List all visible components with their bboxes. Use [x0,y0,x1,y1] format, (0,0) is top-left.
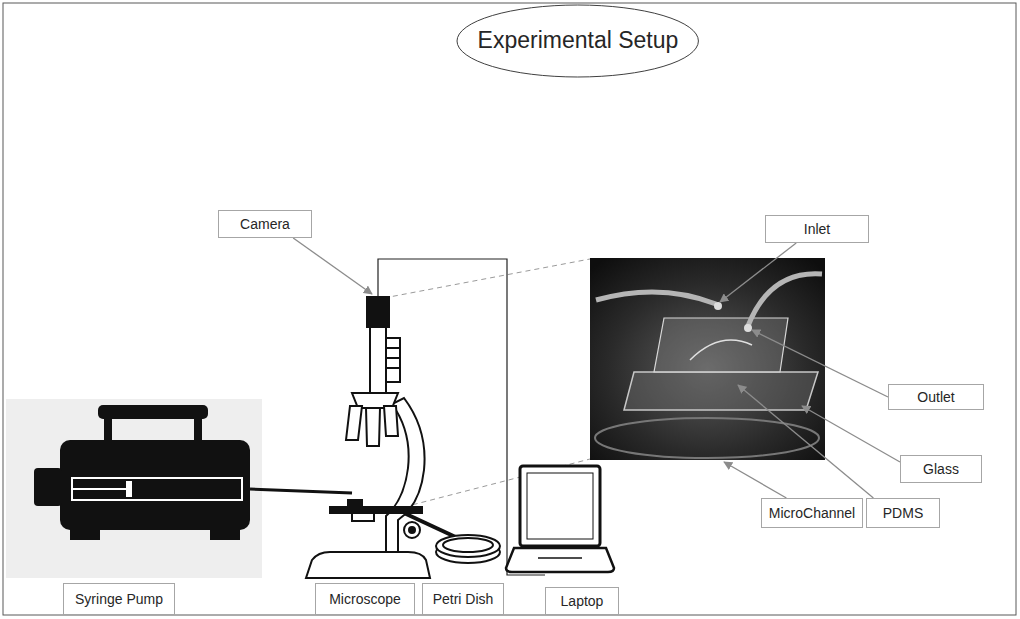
part-label: Petri Dish [422,583,504,615]
part-label: Glass [900,455,982,483]
node-text: Petri Dish [433,591,494,608]
frame [3,3,1016,615]
petri-dish [436,535,500,563]
chip-photo [590,258,825,460]
eyepiece [367,297,389,327]
laptop-base [506,548,614,572]
inlet-tube [250,489,352,493]
part-label: Inlet [765,215,869,243]
zoom-line [384,259,590,298]
leader-arrow [720,243,796,302]
node-text: MicroChannel [769,505,855,522]
rack-tooth [386,347,400,349]
part-label: MicroChannel [761,498,863,528]
focus-knob [404,522,420,538]
pump-foot [210,530,240,540]
leader-arrow [802,406,900,462]
objective [384,406,398,436]
photo-background [590,258,825,460]
photo-tube [596,292,716,304]
node-text: Syringe Pump [75,591,163,608]
leader-arrow [752,330,888,397]
title-ellipse: Experimental Setup [456,4,699,78]
part-label: Microscope [315,583,415,615]
part-label: Laptop [545,587,619,615]
syringe-pump [6,399,262,578]
pump-handle [98,405,208,419]
photo-outlet-port [744,324,752,332]
leader-arrow [293,238,372,294]
rack-tooth [386,357,400,359]
pump-body [60,440,250,530]
dish-inner [443,538,493,552]
node-text: Camera [240,216,290,233]
dish-wall [436,535,500,557]
objective [366,408,380,446]
focus-rack [386,338,400,382]
part-label: Camera [218,210,312,238]
syringe-piston [126,481,132,497]
node-text: PDMS [883,505,923,522]
objective [346,406,362,440]
photo-tube [748,274,822,326]
rack-tooth [386,367,400,369]
photo-glass [624,372,818,410]
pump-handle-post [194,419,202,441]
photo-inlet-port [714,302,722,310]
microscope-base [306,552,430,578]
ellipse-outline [457,5,698,77]
laptop-display [527,473,593,539]
pump-handle-post [104,419,112,441]
syringe-barrel [72,478,242,500]
pump-knob [34,468,62,506]
photo-channel [690,340,752,360]
stage-clip [348,500,362,507]
pump-background [6,399,262,578]
body-tube [370,327,386,393]
laptop [506,466,614,572]
focus-knob-center [409,527,415,533]
part-label: Outlet [888,384,984,410]
part-label: Syringe Pump [63,583,175,615]
microscope-stage [330,507,422,513]
photo-pdms [654,318,788,372]
microscope [306,297,430,578]
node-text: Outlet [917,389,954,406]
laptop-keys [538,557,582,559]
part-label: PDMS [866,498,940,528]
node-text: Inlet [804,221,830,238]
syringe-plunger [72,488,128,490]
laptop-screen [520,466,600,546]
node-text: Glass [923,461,959,478]
node-text: Microscope [329,591,401,608]
leader-arrow [724,462,786,498]
node-text: Experimental Setup [478,27,679,55]
microscope-condenser [352,513,374,521]
pump-foot [70,530,100,540]
node-text: Laptop [561,593,604,610]
